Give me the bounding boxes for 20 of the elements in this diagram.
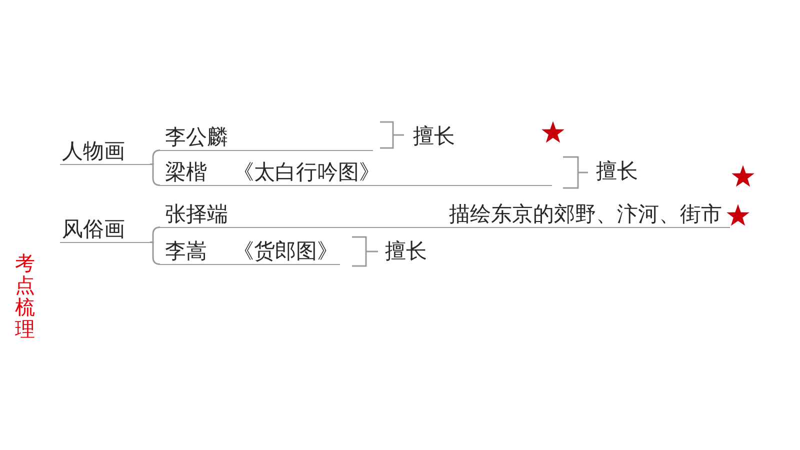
branch-text: 张择端 — [165, 202, 228, 225]
branch-text: 人物画 — [62, 140, 125, 162]
branch-text: 擅长 — [378, 238, 438, 265]
branch-text: 李公麟 — [165, 126, 228, 148]
side-title: 考点梳理 — [15, 252, 35, 340]
branch-text: 擅长 — [588, 158, 648, 185]
branch-text: 描绘东京的郊野、汴河、街市 — [449, 202, 722, 225]
tree-connector — [150, 164, 160, 186]
tree-connector — [150, 226, 160, 243]
bracket-connector — [351, 236, 379, 267]
branch-text: 风俗画 — [62, 218, 125, 240]
branch-text: 《货郎图》 — [233, 240, 338, 262]
tree-connector — [150, 242, 160, 265]
bracket-connector — [379, 121, 405, 149]
branch-text: 李嵩 — [165, 240, 207, 262]
bracket-connector — [562, 156, 589, 189]
branch-text: 擅长 — [404, 123, 464, 150]
tree-connector — [150, 150, 160, 165]
branch-text: 《太白行吟图》 — [233, 160, 380, 183]
branch-text: 梁楷 — [165, 160, 207, 183]
